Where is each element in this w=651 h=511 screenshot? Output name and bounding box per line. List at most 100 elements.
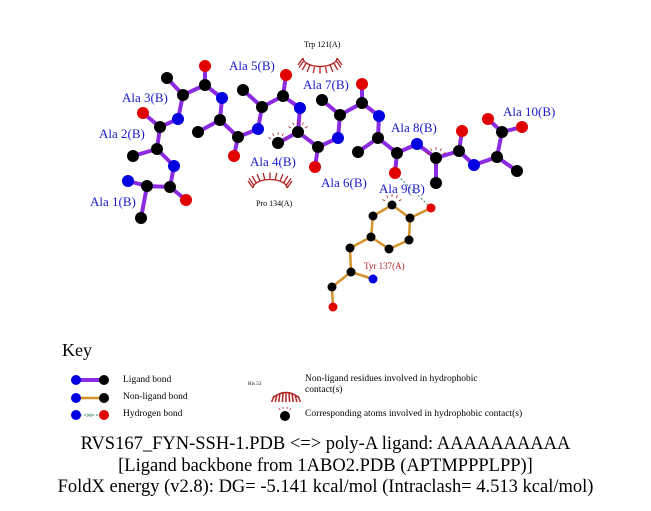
- carbon-atom: [312, 141, 324, 153]
- carbon-atom: [141, 180, 153, 192]
- carbon-atom: [135, 212, 147, 224]
- key-hydrophobic-residues: Non-ligand residues involved in hydropho…: [305, 374, 478, 395]
- carbon-atom: [327, 282, 337, 292]
- oxygen-atom: [356, 78, 368, 90]
- oxygen-atom: [180, 194, 192, 206]
- carbon-atom: [161, 72, 173, 84]
- carbon-atom: [511, 165, 523, 177]
- key-legend: 3.0 His 53: [71, 375, 302, 421]
- oxygen-atom: [328, 302, 338, 312]
- nitrogen-atom: [294, 102, 306, 114]
- carbon-atom: [391, 147, 403, 159]
- trp121-hydrophobic-arc-icon: [297, 57, 343, 74]
- carbon-atom: [404, 235, 414, 245]
- carbon-atom: [272, 137, 284, 149]
- residue-label-ala2: Ala 2(B): [99, 126, 145, 141]
- hydrophobic-atom-icon: [278, 407, 292, 421]
- sample-residue-label: His 53: [248, 382, 262, 387]
- nitrogen-atom: [411, 138, 423, 150]
- carbon-atom: [316, 94, 328, 106]
- oxygen-atom: [482, 113, 494, 125]
- oxygen-atom: [426, 203, 436, 213]
- nitrogen-atom: [172, 113, 184, 125]
- carbon-atom: [384, 244, 394, 254]
- carbon-atom: [199, 79, 211, 91]
- residue-label-ala4: Ala 4(B): [250, 154, 296, 169]
- carbon-atom: [154, 121, 166, 133]
- nitrogen-atom: [332, 132, 344, 144]
- nitrogen-atom: [368, 274, 378, 284]
- carbon-atom: [151, 143, 163, 155]
- oxygen-atom: [309, 161, 321, 173]
- oxygen-atom: [280, 69, 292, 81]
- nitrogen-atom: [468, 159, 480, 171]
- oxygen-atom: [228, 150, 240, 162]
- carbon-atom: [256, 101, 268, 113]
- key-nonligand-bond: Non-ligand bond: [123, 392, 188, 402]
- nitrogen-atom: [216, 92, 228, 104]
- nitrogen-atom: [373, 110, 385, 122]
- oxygen-atom: [456, 125, 468, 137]
- carbon-atom: [127, 150, 139, 162]
- nitrogen-atom: [168, 160, 180, 172]
- carbon-atom: [356, 97, 368, 109]
- hbond-distance: 3.0: [86, 414, 93, 419]
- carbon-atom: [368, 211, 378, 221]
- carbon-atom: [177, 89, 189, 101]
- hydrophobic-arc-icon: [270, 391, 302, 403]
- carbon-atom: [491, 151, 503, 163]
- residue-label-trp121: Trp 121(A): [304, 40, 341, 49]
- hydrogen-bond-sample: 3.0: [71, 410, 109, 420]
- residue-label-ala8: Ala 8(B): [391, 120, 437, 135]
- footer-energy: FoldX energy (v2.8): DG= -5.141 kcal/mol…: [57, 477, 594, 497]
- residue-label-ala7: Ala 7(B): [303, 77, 349, 92]
- footer-title: RVS167_FYN-SSH-1.PDB <=> poly-A ligand: …: [80, 434, 571, 454]
- residue-label-pro134: Pro 134(A): [256, 199, 293, 208]
- footer-backbone: [Ligand backbone from 1ABO2.PDB (APTMPPP…: [118, 456, 533, 476]
- carbon-atom: [372, 132, 384, 144]
- hydrophobic-contact-icon: [426, 147, 446, 155]
- key-hydrogen-bond: Hydrogen bond: [123, 409, 183, 419]
- carbon-atom: [334, 109, 346, 121]
- carbon-atom: [430, 177, 442, 189]
- carbon-atom: [405, 213, 415, 223]
- hydrophobic-contact-icon: [382, 194, 402, 202]
- carbon-atom: [232, 131, 244, 143]
- carbon-atom: [453, 145, 465, 157]
- hydrophobic-contact-icon: [288, 121, 308, 129]
- carbon-atom: [430, 152, 442, 164]
- carbon-atom: [214, 114, 226, 126]
- carbon-atom: [292, 126, 304, 138]
- carbon-atom: [192, 126, 204, 138]
- ligand-bond-sample: [71, 375, 109, 385]
- carbon-atom: [345, 243, 355, 253]
- residue-label-ala6: Ala 6(B): [321, 175, 367, 190]
- carbon-atom: [237, 84, 249, 96]
- ligplot-diagram: Ala 1(B) Ala 2(B) Ala 3(B) Ala 4(B) Ala …: [90, 40, 555, 312]
- nitrogen-atom: [252, 123, 264, 135]
- residue-label-ala1: Ala 1(B): [90, 194, 136, 209]
- nitrogen-atom: [122, 175, 134, 187]
- pro134-hydrophobic-arc-icon: [247, 172, 293, 189]
- carbon-atom: [352, 146, 364, 158]
- residue-label-tyr137: Tyr 137(A): [364, 261, 405, 271]
- nonligand-bond-sample: [71, 393, 109, 403]
- carbon-atom: [164, 181, 176, 193]
- key-title: Key: [62, 340, 92, 360]
- carbon-atom: [496, 126, 508, 138]
- oxygen-atom: [199, 60, 211, 72]
- residue-label-ala5: Ala 5(B): [229, 58, 275, 73]
- carbon-atom: [387, 200, 397, 210]
- key-hydrophobic-atoms: Corresponding atoms involved in hydropho…: [305, 409, 523, 419]
- oxygen-atom: [137, 107, 149, 119]
- carbon-atom: [277, 90, 289, 102]
- residue-label-ala9: Ala 9(B): [379, 181, 425, 196]
- residue-label-ala10: Ala 10(B): [503, 104, 555, 119]
- carbon-atom: [346, 267, 356, 277]
- hydrophobic-contact-icon: [268, 132, 288, 140]
- oxygen-atom: [389, 167, 401, 179]
- oxygen-atom: [516, 121, 528, 133]
- carbon-atom: [366, 232, 376, 242]
- key-ligand-bond: Ligand bond: [123, 375, 172, 385]
- residue-label-ala3: Ala 3(B): [122, 90, 168, 105]
